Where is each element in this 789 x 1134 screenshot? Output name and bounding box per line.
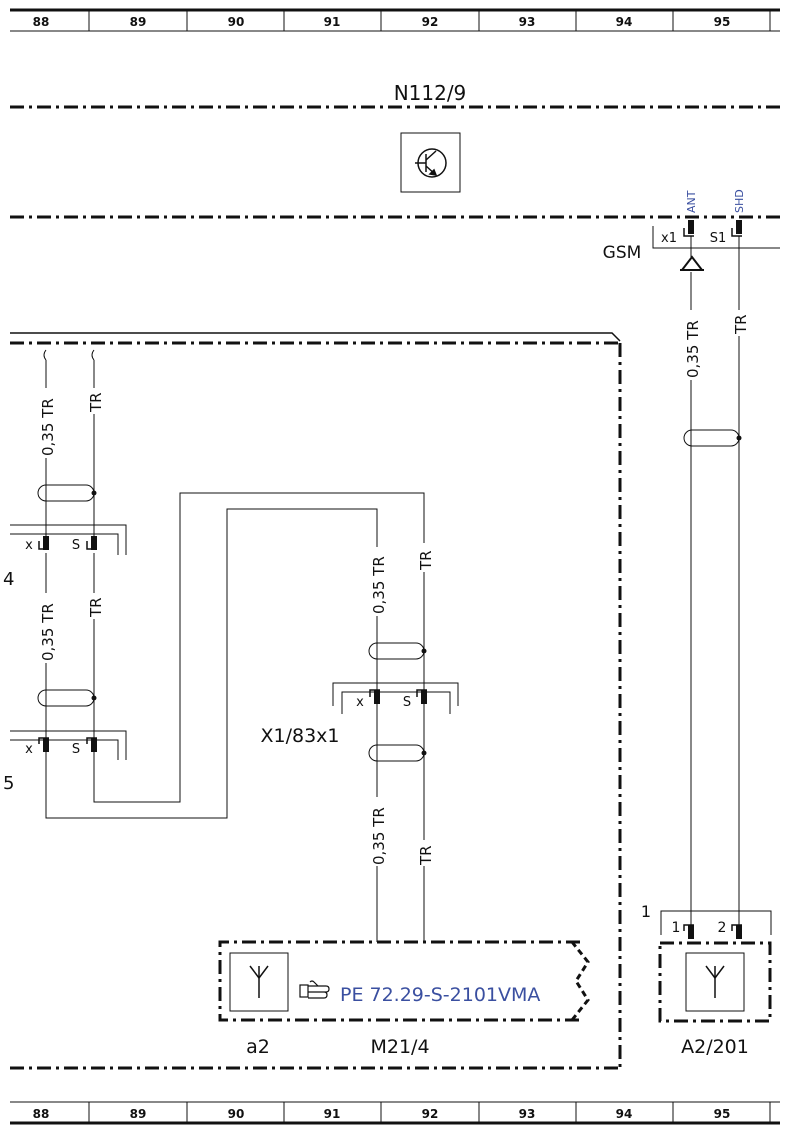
wire-color: TR (417, 550, 435, 571)
wire-size: 0,35 TR (370, 556, 388, 614)
wire-color: TR (87, 597, 105, 618)
pin-label: x1 (661, 231, 677, 246)
connector-cut-label: 4 (3, 569, 14, 590)
wire-color: TR (87, 392, 105, 413)
left-wires (10, 349, 425, 819)
wire-color: TR (732, 314, 750, 335)
antenna-triangle-icon (679, 255, 705, 271)
pin-label: x (25, 538, 33, 553)
enclosure (10, 332, 622, 1070)
grid-col: 91 (324, 15, 341, 29)
connector-label-gsm: GSM (603, 243, 642, 263)
antenna-icon (249, 965, 269, 998)
grid-col: 92 (422, 1107, 439, 1121)
left-upper-connector: x S 4 (3, 536, 97, 590)
pin-label: S1 (710, 231, 727, 246)
component-label: M21/4 (370, 1036, 429, 1058)
wire-size: 0,35 TR (39, 398, 57, 456)
grid-col: 89 (130, 15, 147, 29)
left-lower-connector: x S 5 (3, 737, 97, 794)
middle-wires (332, 543, 459, 942)
reference-link[interactable]: PE 72.29-S-2101VMA (340, 984, 540, 1006)
pin-label: S (403, 695, 411, 710)
antenna-a2-201: 1 1 2 A2/201 (641, 902, 772, 1058)
wire-color: TR (417, 845, 435, 866)
module-n112-9: N112/9 GSM x1 S1 ANT SHD (10, 81, 780, 271)
pin-label: S (72, 742, 80, 757)
wire-size: 0,35 TR (684, 320, 702, 378)
wire-size: 0,35 TR (370, 807, 388, 865)
grid-col: 88 (33, 15, 50, 29)
mid-connector: x S X1/83x1 (260, 689, 427, 747)
grid-col: 93 (519, 1107, 536, 1121)
grid-col: 89 (130, 1107, 147, 1121)
component-label: a2 (246, 1036, 270, 1058)
grid-col: 94 (616, 15, 633, 29)
pin-signal: SHD (733, 189, 746, 213)
grid-col: 94 (616, 1107, 633, 1121)
transistor-icon (415, 148, 447, 178)
antenna-m21-4: PE 72.29-S-2101VMA a2 M21/4 (218, 940, 590, 1058)
wire-size: 0,35 TR (39, 603, 57, 661)
grid-col: 90 (228, 1107, 245, 1121)
connector-cut-label: 5 (3, 773, 14, 794)
pin-group-label: 1 (641, 902, 651, 921)
pin-label: x (25, 742, 33, 757)
right-wires (683, 236, 740, 928)
pin-label: x (356, 695, 364, 710)
pointing-hand-icon[interactable] (299, 980, 330, 999)
pin-label: S (72, 538, 80, 553)
grid-col: 95 (714, 15, 731, 29)
grid-col: 95 (714, 1107, 731, 1121)
grid-col: 90 (228, 15, 245, 29)
pin-signal: ANT (685, 190, 698, 213)
component-label: A2/201 (681, 1036, 749, 1058)
grid-col: 93 (519, 15, 536, 29)
antenna-icon (705, 965, 725, 998)
pin-label: 1 (672, 920, 681, 936)
grid-col: 91 (324, 1107, 341, 1121)
grid-col: 88 (33, 1107, 50, 1121)
connector-label: X1/83x1 (260, 725, 339, 747)
top-grid: 88 89 90 91 92 93 94 95 (10, 8, 780, 32)
grid-col: 92 (422, 15, 439, 29)
bottom-grid: 88 89 90 91 92 93 94 95 (10, 1101, 780, 1125)
module-label: N112/9 (394, 81, 467, 105)
pin-label: 2 (718, 920, 727, 936)
